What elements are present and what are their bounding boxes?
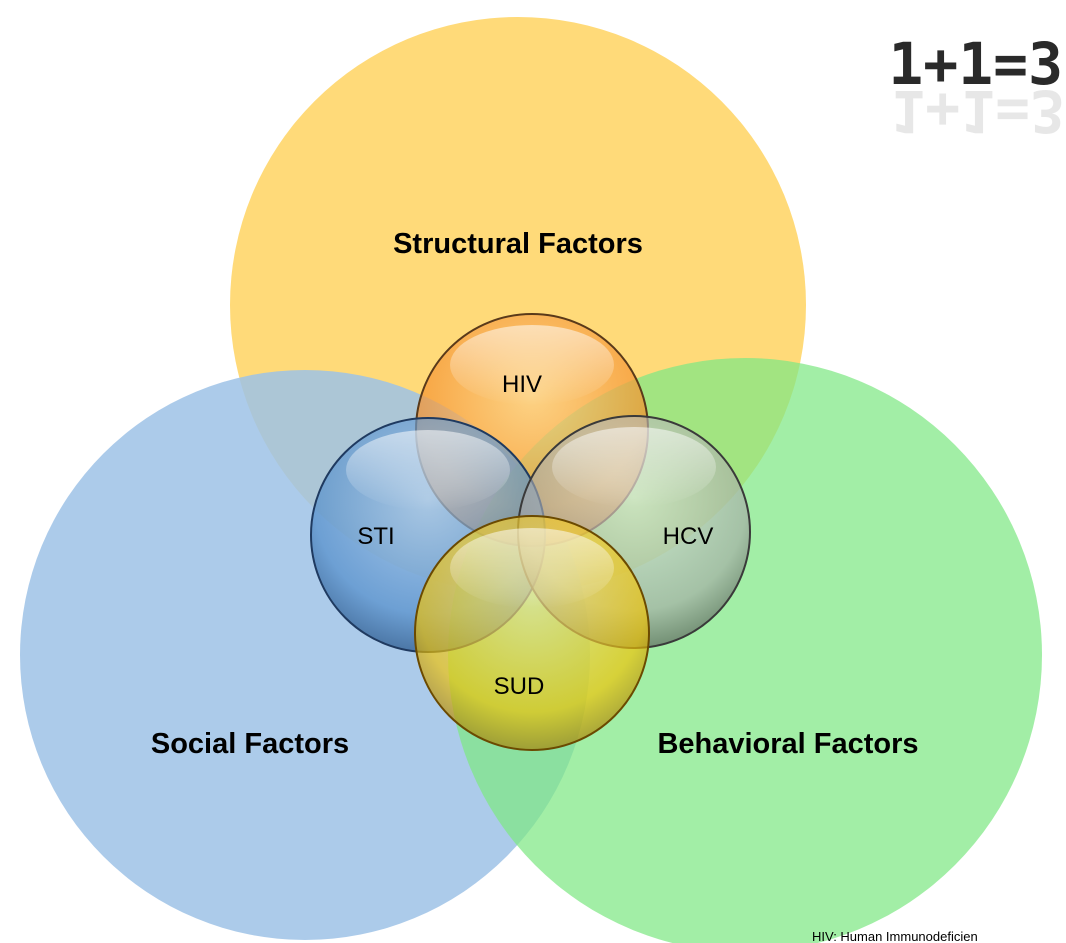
footnote: HIV: Human Immunodeficien [812,929,978,943]
behavioral-factors-label: Behavioral Factors [657,728,918,760]
sti-label: STI [357,523,394,550]
structural-factors-label: Structural Factors [393,228,643,260]
hcv-label: HCV [663,523,714,550]
social-factors-label: Social Factors [151,728,349,760]
equation-graphic: 1+1=3 1+1=3 [888,30,1065,145]
svg-text:1+1=3: 1+1=3 [890,77,1065,145]
equation-text: 1+1=3 [888,30,1063,98]
sud-label: SUD [494,673,545,700]
sud-bubble [414,515,650,751]
hiv-label: HIV [502,371,542,398]
